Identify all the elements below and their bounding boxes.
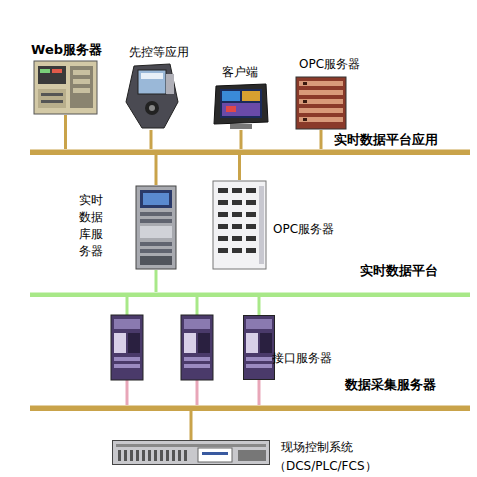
bus-connector <box>240 130 243 149</box>
device-label: OPC服务器 <box>273 221 334 237</box>
bus-connector <box>155 270 158 292</box>
device-label: （DCS/PLC/FCS） <box>274 458 377 474</box>
bus-connector <box>64 115 67 149</box>
device-label: 先控等应用 <box>129 44 189 60</box>
device-label: 接口服务器 <box>272 350 332 366</box>
device-node: OPC服务器 <box>295 76 347 130</box>
device-node: OPC服务器 <box>212 180 267 270</box>
device-node: 实时数据库服务器 <box>135 185 177 270</box>
device-node: Web服务器 <box>33 60 98 115</box>
device-illustration <box>212 82 270 130</box>
device-node: 接口服务器 <box>243 315 275 380</box>
bus-band: 数据采集服务器 <box>30 405 470 411</box>
device-illustration <box>120 62 182 130</box>
bus-band: 实时数据平台 <box>30 292 470 297</box>
device-node: 现场控制系统（DCS/PLC/FCS） <box>112 440 270 465</box>
device-label: 实时数据库服务器 <box>79 192 105 260</box>
bus-connector <box>258 380 261 405</box>
bus-band: 实时数据平台应用 <box>30 149 470 155</box>
device-label: 客户端 <box>222 64 258 80</box>
bus-label: 实时数据平台 <box>360 263 438 279</box>
device-illustration <box>295 76 347 130</box>
device-illustration <box>212 180 267 270</box>
device-node: 客户端 <box>212 82 270 130</box>
device-label: OPC服务器 <box>299 56 360 72</box>
bus-connector <box>238 155 241 180</box>
device-label: Web服务器 <box>31 42 102 58</box>
device-illustration <box>135 185 177 270</box>
bus-label: 数据采集服务器 <box>345 377 436 393</box>
bus-connector <box>320 130 323 149</box>
interface-server-illustration <box>111 297 143 405</box>
device-node: 先控等应用 <box>120 62 182 130</box>
device-illustration <box>112 440 270 465</box>
device-label: 现场控制系统 <box>281 439 353 455</box>
bus-connector <box>190 411 193 440</box>
interface-server-illustration <box>181 297 213 405</box>
device-illustration <box>33 60 98 115</box>
bus-label: 实时数据平台应用 <box>334 132 438 148</box>
bus-connector <box>150 130 153 149</box>
device-illustration <box>243 315 275 380</box>
bus-connector <box>155 155 158 185</box>
bus-connector <box>258 297 261 315</box>
